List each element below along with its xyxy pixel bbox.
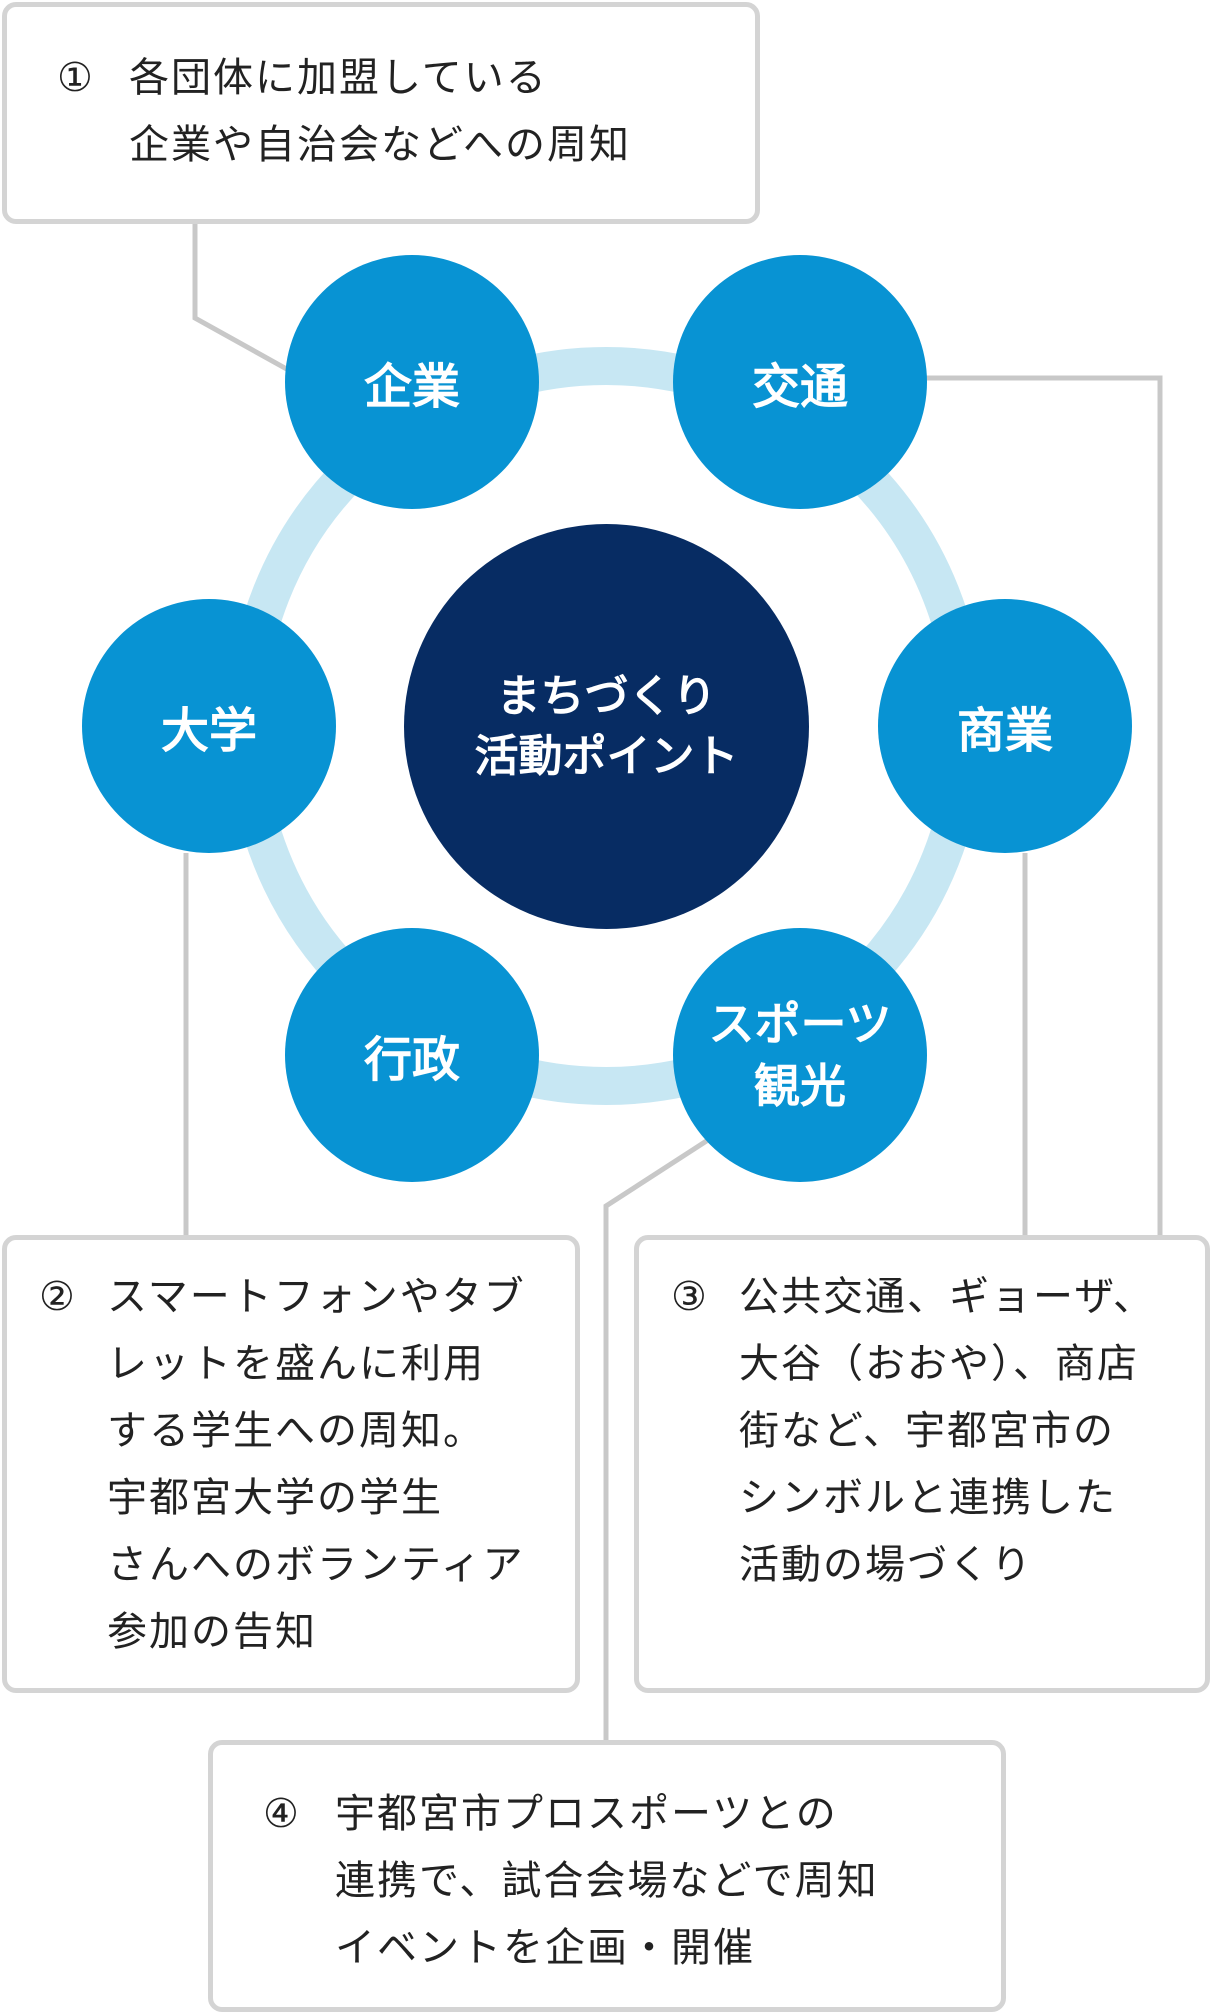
node-sports-label-line2: 観光 — [754, 1059, 846, 1113]
node-gyosei-label: 行政 — [363, 1032, 460, 1088]
node-kigyo: 企業 — [285, 255, 539, 509]
note-4-text: 宇都宮市プロスポーツとの 連携で、試合会場などで周知 イベントを企画・開催 — [335, 1791, 879, 1971]
node-kigyo-label: 企業 — [363, 359, 460, 415]
note-4-number: ④ — [263, 1791, 301, 1837]
note-2-text: スマートフォンやタブ レットを盛んに利用 する学生への周知。 宇都宮大学の学生 … — [107, 1274, 526, 1655]
center-label-line2: 活動ポイント — [474, 730, 739, 782]
note-box-1: ① 各団体に加盟している 企業や自治会などへの周知 — [2, 2, 760, 224]
center-node: まちづくり 活動ポイント — [404, 524, 809, 929]
note-3-text: 公共交通、ギョーザ、 大谷（おおや）、商店 街など、宇都宮市の シンボルと連携し… — [739, 1274, 1155, 1588]
center-label-line1: まちづくり — [496, 670, 717, 722]
note-3-number: ③ — [671, 1274, 709, 1320]
note-1-number: ① — [57, 55, 95, 101]
node-daigaku-label: 大学 — [160, 703, 257, 759]
node-shogyo-label: 商業 — [956, 703, 1053, 759]
node-shogyo: 商業 — [878, 599, 1132, 853]
connector-4 — [603, 1137, 710, 1740]
note-1-text: 各団体に加盟している 企業や自治会などへの周知 — [129, 55, 631, 168]
note-box-2: ② スマートフォンやタブ レットを盛んに利用 する学生への周知。 宇都宮大学の学… — [2, 1235, 580, 1693]
node-kotsu: 交通 — [673, 255, 927, 509]
node-gyosei: 行政 — [285, 928, 539, 1182]
node-sports-kanko: スポーツ 観光 — [673, 928, 927, 1182]
node-sports-label-line1: スポーツ — [708, 997, 892, 1051]
note-2-number: ② — [39, 1274, 77, 1320]
note-box-4: ④ 宇都宮市プロスポーツとの 連携で、試合会場などで周知 イベントを企画・開催 — [208, 1740, 1006, 2012]
connector-1 — [192, 222, 294, 375]
node-kotsu-label: 交通 — [751, 359, 848, 415]
connector-3a — [920, 375, 1163, 1235]
node-daigaku: 大学 — [82, 599, 336, 853]
note-box-3: ③ 公共交通、ギョーザ、 大谷（おおや）、商店 街など、宇都宮市の シンボルと連… — [634, 1235, 1210, 1693]
